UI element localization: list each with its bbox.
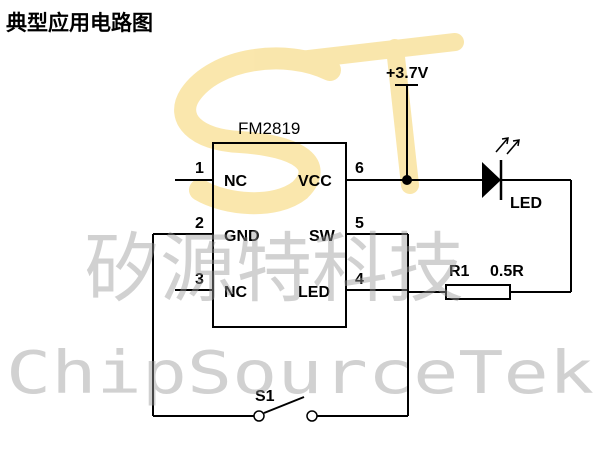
switch-lever-icon bbox=[263, 396, 305, 414]
switch-contact-left bbox=[253, 410, 265, 422]
pin-5-name: SW bbox=[309, 228, 336, 245]
pin-4-name: LED bbox=[298, 284, 330, 301]
led-label: LED bbox=[510, 195, 542, 212]
resistor-value: 0.5R bbox=[490, 263, 524, 280]
page-title: 典型应用电路图 bbox=[6, 11, 153, 35]
pin-6-number: 6 bbox=[355, 160, 364, 177]
pin-2-number: 2 bbox=[195, 215, 204, 232]
pin-3-name: NC bbox=[224, 284, 248, 301]
pin-1-name: NC bbox=[224, 173, 248, 190]
light-emission-arrows-icon bbox=[495, 137, 520, 155]
watermark-cn: 矽源特科技 bbox=[84, 224, 464, 313]
supply-label: +3.7V bbox=[386, 65, 429, 82]
pin-1-number: 1 bbox=[195, 160, 204, 177]
switch-contact-right bbox=[306, 410, 318, 422]
pin-4-number: 4 bbox=[355, 271, 364, 288]
resistor-label: R1 bbox=[449, 263, 470, 280]
ic-name: FM2819 bbox=[238, 119, 300, 138]
pin-2-name: GND bbox=[224, 228, 260, 245]
pin-6-name: VCC bbox=[298, 173, 332, 190]
switch-label: S1 bbox=[255, 388, 275, 405]
pin-5-number: 5 bbox=[355, 215, 364, 232]
pin-3-number: 3 bbox=[195, 271, 204, 288]
led-icon bbox=[482, 162, 501, 198]
watermark-en: ChipSourceTek bbox=[6, 338, 594, 407]
